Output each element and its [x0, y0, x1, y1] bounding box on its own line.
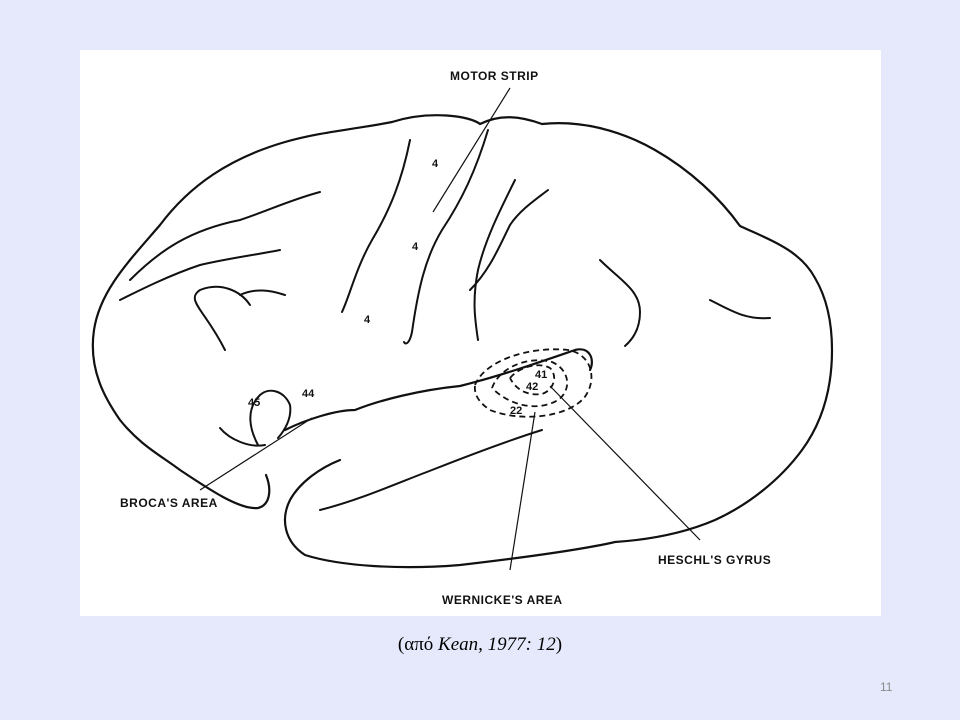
brain-diagram-svg: 4 4 4 45 44 41 42 22 MOTOR STRIP BROCA'S…: [91, 69, 834, 607]
slide-number: 11: [880, 680, 893, 694]
precentral-sulcus: [341, 139, 411, 313]
area-42-label: 42: [526, 381, 538, 393]
caption-suffix: ): [555, 634, 563, 655]
motor-strip-label-middle: 4: [412, 241, 419, 253]
motor-strip-label-lower: 4: [364, 314, 371, 326]
motor-strip-label: MOTOR STRIP: [450, 69, 539, 83]
wernicke-area-region: [473, 348, 593, 418]
frontal-sulcus-lower: [119, 249, 281, 301]
brain-diagram-figure: 4 4 4 45 44 41 42 22 MOTOR STRIP BROCA'S…: [80, 50, 881, 616]
area-45-label: 45: [248, 397, 260, 409]
brain-outline: [283, 114, 834, 569]
caption-reference: Kean, 1977: 12: [438, 634, 556, 655]
area-42-region: [491, 359, 568, 408]
area-44-label: 44: [302, 388, 315, 400]
central-sulcus: [403, 129, 489, 345]
occipital-sulcus: [709, 299, 771, 320]
frontal-sulcus-upper: [129, 191, 321, 281]
heschls-gyrus-label: HESCHL'S GYRUS: [658, 553, 771, 567]
temporal-lobe-outline: [283, 348, 593, 432]
motor-strip-label-upper: 4: [432, 158, 439, 170]
angular-sulcus: [599, 259, 641, 347]
area-22-label: 22: [510, 405, 522, 417]
heschl-gyrus-region: [509, 364, 556, 396]
wernickes-area-label: WERNICKE'S AREA: [442, 593, 563, 607]
superior-temporal-sulcus: [319, 429, 543, 511]
area-41-label: 41: [535, 369, 547, 381]
inferior-frontal-fold: [219, 427, 266, 447]
frontal-operculum-fold: [249, 389, 292, 446]
frontal-lobe-outline: [91, 120, 394, 510]
frontal-curl: [193, 285, 286, 351]
heschl-gyrus-leader: [549, 385, 701, 541]
caption-prefix: (από: [397, 634, 439, 655]
brocas-area-label: BROCA'S AREA: [120, 496, 218, 510]
figure-caption: (από Kean, 1977: 12): [0, 634, 960, 656]
parietal-sulcus: [469, 189, 549, 291]
postcentral-sulcus: [473, 179, 516, 341]
motor-strip-leader: [432, 87, 511, 213]
broca-area-leader: [199, 417, 313, 491]
wernicke-area-leader: [509, 411, 536, 571]
